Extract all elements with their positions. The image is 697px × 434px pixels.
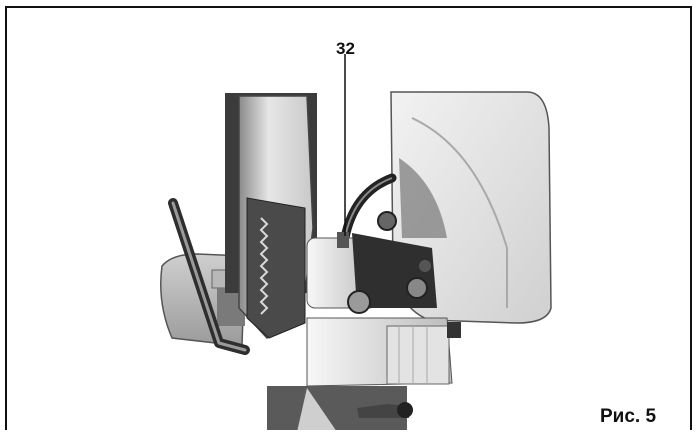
figure-caption: Рис. 5 xyxy=(600,406,657,427)
machine-photo xyxy=(160,54,552,430)
callout-label: 32 xyxy=(336,39,355,58)
figure-frame: 32 Рис. 5 xyxy=(5,6,692,430)
